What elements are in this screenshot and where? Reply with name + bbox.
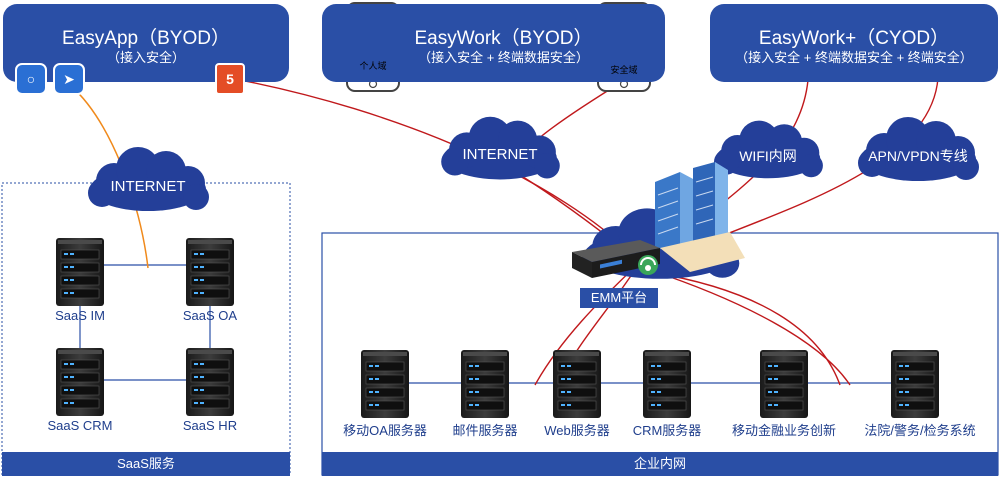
- server-mobile-oa-icon: [360, 349, 410, 419]
- wifi-label: WIFI内网: [739, 148, 797, 164]
- server-finance-icon: [759, 349, 809, 419]
- emm-appliance-icon: [572, 240, 660, 278]
- web-server-label: Web服务器: [544, 423, 610, 438]
- red-links: [229, 77, 939, 386]
- easywork-box: EasyWork（BYOD） （接入安全 + 终端数据安全）: [322, 4, 665, 82]
- emm-platform-label: EMM平台: [580, 288, 658, 308]
- secure-domain-label: 安全域: [610, 65, 638, 75]
- easywork-title: EasyWork（BYOD）: [414, 28, 593, 49]
- server-web-icon: [552, 349, 602, 419]
- easywork-subtitle: （接入安全 + 终端数据安全）: [418, 50, 589, 65]
- server-court-icon: [890, 349, 940, 419]
- server-saas-oa-icon: [185, 237, 235, 307]
- easyworkplus-box: EasyWork+（CYOD） （接入安全 + 终端数据安全 + 终端安全）: [710, 4, 998, 82]
- court-system-label: 法院/警务/检务系统: [864, 423, 976, 438]
- internet-center-label: INTERNET: [462, 146, 538, 163]
- personal-domain-label: 个人域: [359, 61, 387, 71]
- easyapp-subtitle: （接入安全）: [106, 50, 185, 65]
- building-icon: [655, 162, 745, 272]
- server-saas-im-icon: [55, 237, 105, 307]
- saas-crm-label: SaaS CRM: [47, 418, 113, 433]
- easyworkplus-title: EasyWork+（CYOD）: [758, 28, 950, 49]
- easyworkplus-subtitle: （接入安全 + 终端数据安全 + 终端安全）: [735, 50, 973, 65]
- crm-server-label: CRM服务器: [632, 423, 702, 438]
- saas-im-label: SaaS IM: [55, 308, 105, 323]
- server-saas-hr-icon: [185, 347, 235, 417]
- enterprise-footer: 企业内网: [322, 452, 998, 476]
- bird-app-icon: ➤: [53, 63, 85, 95]
- html5-icon: 5: [215, 63, 245, 95]
- internet-left-label: INTERNET: [110, 178, 186, 195]
- saas-oa-label: SaaS OA: [182, 308, 238, 323]
- mail-server-label: 邮件服务器: [452, 423, 518, 438]
- saas-hr-label: SaaS HR: [182, 418, 238, 433]
- apn-label: APN/VPDN专线: [868, 148, 968, 164]
- easyapp-title: EasyApp（BYOD）: [62, 28, 230, 49]
- chat-app-icon: ○: [15, 63, 47, 95]
- mobile-oa-label: 移动OA服务器: [343, 423, 427, 438]
- saas-footer: SaaS服务: [2, 452, 290, 476]
- finance-label: 移动金融业务创新: [731, 423, 836, 438]
- server-crm-icon: [642, 349, 692, 419]
- server-saas-crm-icon: [55, 347, 105, 417]
- server-mail-icon: [460, 349, 510, 419]
